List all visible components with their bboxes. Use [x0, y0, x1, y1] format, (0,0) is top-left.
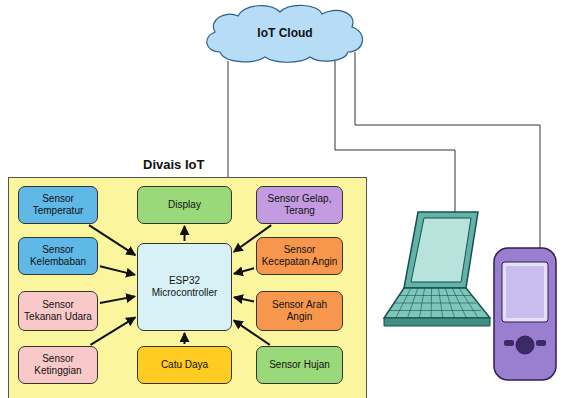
cloud-shape: IoT Cloud	[200, 2, 370, 64]
component-box: Catu Daya	[137, 346, 232, 384]
component-box: Sensor Hujan	[256, 346, 343, 384]
device-panel: Divais IoTSensor TemperaturDisplaySensor…	[8, 177, 367, 398]
connector	[234, 297, 254, 301]
connector	[234, 268, 254, 273]
connector	[234, 225, 272, 252]
connector	[228, 61, 229, 177]
connector	[100, 266, 135, 275]
connector	[184, 333, 186, 344]
component-box: Sensor Ketinggian	[18, 346, 98, 384]
box-label: Sensor Gelap, Terang	[261, 193, 338, 217]
connector	[234, 320, 270, 345]
laptop-icon	[384, 212, 490, 326]
component-box: Sensor Kelembaban	[18, 237, 98, 275]
box-label: Sensor Arah Angin	[261, 299, 338, 323]
component-box: Display	[137, 186, 232, 224]
component-box: Sensor Tekanan Udara	[18, 291, 98, 331]
component-box: Sensor Gelap, Terang	[256, 186, 343, 224]
connector	[91, 317, 136, 345]
box-label: Sensor Kelembaban	[23, 244, 93, 268]
box-label: Display	[168, 199, 201, 211]
phone-icon	[494, 248, 556, 380]
connector	[100, 296, 135, 303]
box-label: Sensor Kecepatan Angin	[261, 244, 338, 268]
component-box: Sensor Temperatur	[18, 186, 98, 224]
component-box: Sensor Kecepatan Angin	[256, 237, 343, 275]
connector	[184, 226, 186, 241]
box-label: Sensor Hujan	[269, 359, 330, 371]
cloud-label: IoT Cloud	[257, 27, 312, 39]
box-label: Sensor Tekanan Udara	[23, 299, 93, 323]
box-label: Sensor Temperatur	[23, 193, 93, 217]
box-label: ESP32 Microcontroller	[142, 275, 227, 299]
box-label: Sensor Ketinggian	[23, 353, 93, 377]
connector	[89, 225, 135, 255]
component-box: Sensor Arah Angin	[256, 291, 343, 331]
box-label: Catu Daya	[161, 359, 208, 371]
panel-heading: Divais IoT	[143, 159, 204, 171]
component-box: ESP32 Microcontroller	[137, 243, 232, 331]
